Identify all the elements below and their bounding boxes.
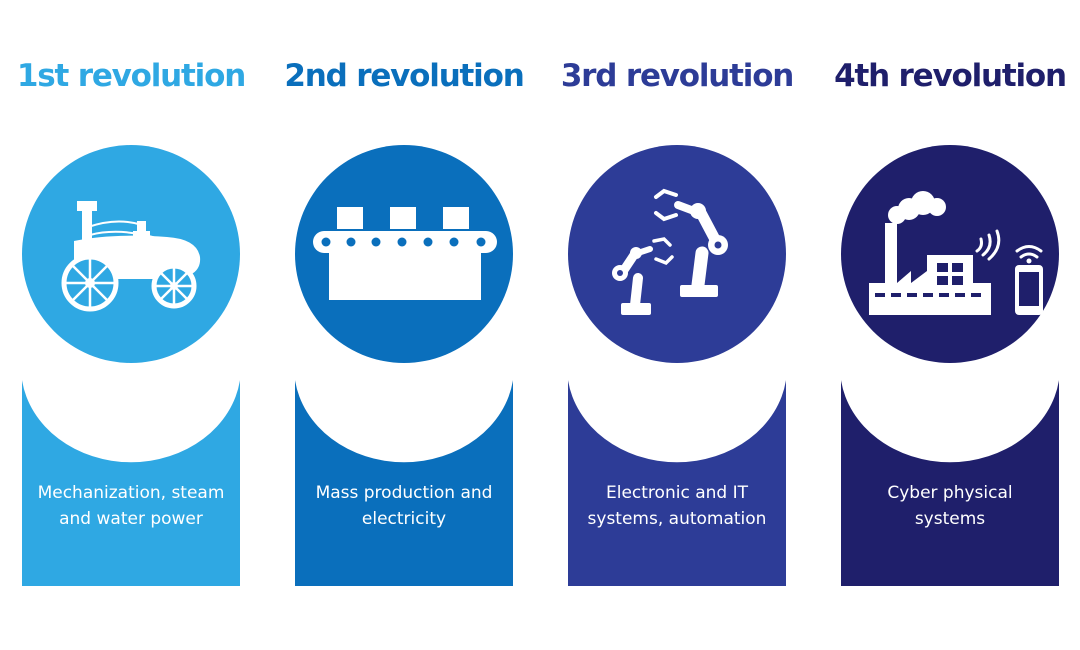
- revolution-4: 4th revolution: [830, 0, 1070, 600]
- revolution-3-circle: [568, 145, 786, 363]
- revolution-4-title: 4th revolution: [834, 58, 1067, 94]
- revolution-1-title: 1st revolution: [16, 58, 246, 94]
- revolution-1-description-line-1: Mechanization, steam: [37, 483, 225, 503]
- conveyor-belt-icon: [313, 207, 497, 300]
- revolution-3-title: 3rd revolution: [560, 58, 795, 94]
- robotic-arms-icon: [612, 188, 728, 315]
- revolution-2-circle: [295, 145, 513, 363]
- revolution-2: 2nd revolution: [284, 0, 525, 600]
- revolution-1-description: Mechanization, steam and water power: [22, 480, 240, 532]
- revolution-2-description: Mass production and electricity: [295, 480, 513, 532]
- revolution-2-title: 2nd revolution: [284, 58, 524, 94]
- revolution-4-description-line-2: systems: [914, 509, 986, 529]
- revolution-4-panel: [841, 380, 1059, 586]
- revolution-4-circle: [841, 145, 1059, 363]
- revolution-4-description-line-1: Cyber physical: [887, 483, 1013, 503]
- revolution-3-description: Electronic and IT systems, automation: [568, 480, 786, 532]
- revolution-2-description-line-2: electricity: [361, 509, 447, 529]
- revolution-1: 1st revolution: [11, 0, 251, 600]
- smart-factory-icon: [869, 191, 1043, 315]
- revolution-3-description-line-2: systems, automation: [587, 509, 767, 529]
- revolution-1-circle: [22, 145, 240, 363]
- revolution-3-description-line-1: Electronic and IT: [606, 483, 748, 503]
- revolution-1-description-line-2: and water power: [59, 509, 203, 529]
- revolution-3: 3rd revolution: [557, 0, 797, 600]
- steam-engine-icon: [61, 201, 201, 312]
- revolution-2-panel: [295, 380, 513, 586]
- revolution-4-description: Cyber physical systems: [841, 480, 1059, 532]
- revolution-2-description-line-1: Mass production and: [315, 483, 493, 503]
- revolution-3-panel: [568, 380, 786, 586]
- revolution-1-panel: [22, 380, 240, 586]
